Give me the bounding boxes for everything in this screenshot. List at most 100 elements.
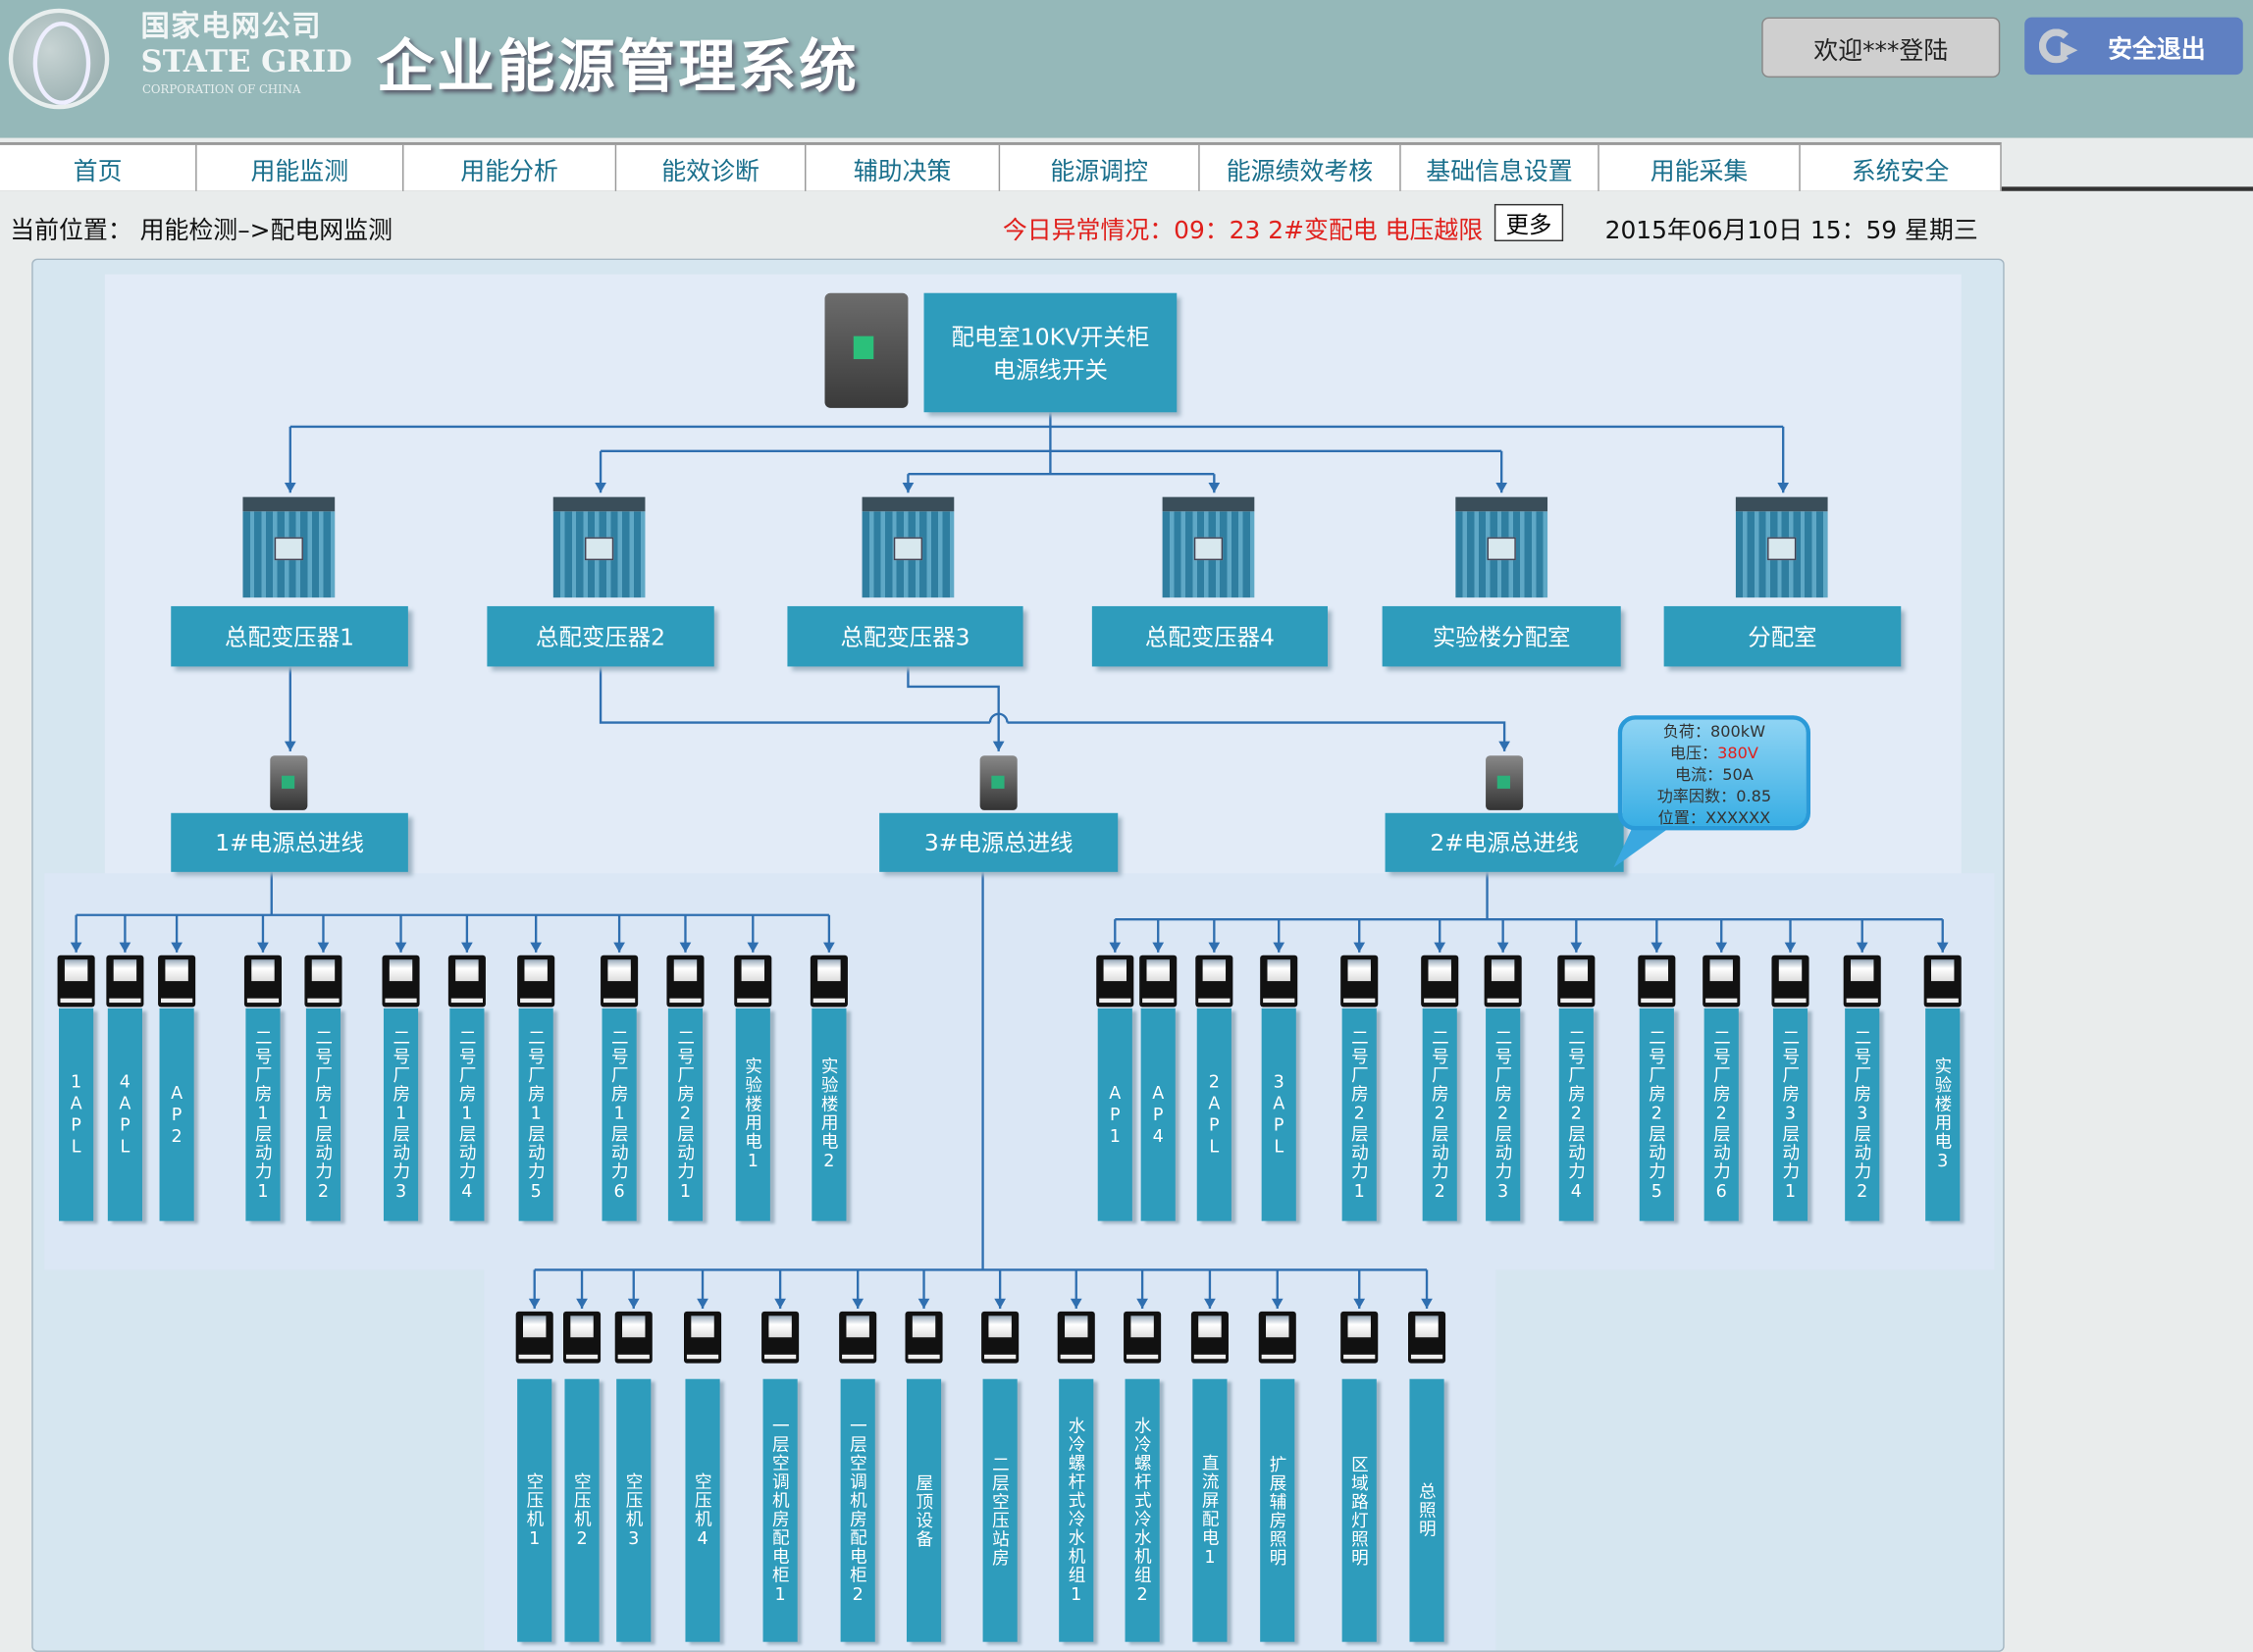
feeder-feeders_3-6[interactable]: 屋顶设备	[906, 1378, 942, 1642]
more-button[interactable]: 更多	[1493, 203, 1564, 242]
voltage-value: 380V	[1717, 744, 1758, 763]
feeder-feeders_2-3[interactable]: 3APL	[1261, 1007, 1296, 1221]
meter-icon	[734, 955, 772, 1007]
feeder-feeders_1-8[interactable]: 二号厂房1层动力6	[602, 1007, 637, 1221]
feeder-feeders_1-5[interactable]: 二号厂房1层动力3	[383, 1007, 419, 1221]
incoming-line-box-3[interactable]: 2#电源总进线	[1385, 812, 1624, 872]
feeder-feeders_3-12[interactable]: 区域路灯照明	[1341, 1378, 1377, 1642]
feeder-feeders_1-4[interactable]: 二号厂房1层动力2	[305, 1007, 341, 1221]
feeder-feeders_3-7[interactable]: 二层空压站房	[982, 1378, 1018, 1642]
meter-icon	[563, 1311, 602, 1364]
logout-label: 安全退出	[2108, 34, 2206, 65]
meter-icon	[1340, 1311, 1379, 1364]
nav-item-3[interactable]: 能效诊断	[616, 144, 807, 191]
meter-icon	[810, 955, 848, 1007]
current-value: 50A	[1722, 765, 1754, 785]
feeder-feeders_3-13[interactable]: 总照明	[1409, 1378, 1444, 1642]
meter-icon	[1057, 1311, 1095, 1364]
feeder-feeders_1-10[interactable]: 实验楼用电1	[735, 1007, 770, 1221]
nav-item-2[interactable]: 用能分析	[403, 144, 617, 191]
feeder-feeders_1-5-label: 二号厂房1层动力3	[391, 1027, 411, 1202]
feeder-feeders_2-7[interactable]: 二号厂房2层动力4	[1558, 1007, 1594, 1221]
meter-icon	[106, 955, 144, 1007]
nav-item-6[interactable]: 能源绩效考核	[1200, 144, 1401, 191]
transformer-box-5-label: 实验楼分配室	[1432, 622, 1571, 650]
meter-icon	[158, 955, 196, 1007]
feeder-feeders_1-10-label: 实验楼用电1	[743, 1057, 763, 1172]
feeder-feeders_2-10[interactable]: 二号厂房3层动力1	[1772, 1007, 1808, 1221]
nav-item-8[interactable]: 用能采集	[1599, 144, 1801, 191]
feeder-feeders_2-5[interactable]: 二号厂房2层动力2	[1422, 1007, 1457, 1221]
feeder-feeders_2-9[interactable]: 二号厂房2层动力6	[1703, 1007, 1739, 1221]
main-switch-box[interactable]: 配电室10KV开关柜 电源线开关	[923, 292, 1178, 413]
feeder-feeders_1-7[interactable]: 二号厂房1层动力5	[518, 1007, 553, 1221]
meter-icon	[447, 955, 486, 1007]
feeder-feeders_1-3[interactable]: 二号厂房1层动力1	[245, 1007, 281, 1221]
feeder-feeders_2-6-label: 二号厂房2层动力3	[1493, 1027, 1513, 1202]
transformer-box-3[interactable]: 总配变压器3	[787, 605, 1023, 667]
alert-text[interactable]: 今日异常情况：09：23 2#变配电 电压越限	[1002, 217, 1484, 246]
feeder-feeders_1-2[interactable]: AP2	[159, 1007, 194, 1221]
feeder-feeders_2-2[interactable]: 2APL	[1196, 1007, 1231, 1221]
feeder-feeders_3-2[interactable]: 空压机3	[616, 1378, 652, 1642]
meter-icon	[1843, 955, 1881, 1007]
meter-icon	[1260, 955, 1298, 1007]
transformer-box-4[interactable]: 总配变压器4	[1091, 605, 1329, 667]
incoming-line-box-3-label: 2#电源总进线	[1430, 828, 1579, 856]
meter-icon	[1195, 955, 1233, 1007]
feeder-feeders_3-10[interactable]: 直流屏配电1	[1192, 1378, 1228, 1642]
feeder-feeders_3-9[interactable]: 水冷螺杆式冷水机组2	[1125, 1378, 1160, 1642]
feeder-feeders_1-1[interactable]: 4APL	[107, 1007, 142, 1221]
feeder-feeders_2-2-label: 2APL	[1204, 1071, 1225, 1159]
nav-item-0[interactable]: 首页	[0, 144, 197, 191]
feeder-feeders_2-1[interactable]: AP4	[1140, 1007, 1176, 1221]
feeder-feeders_2-6[interactable]: 二号厂房2层动力3	[1486, 1007, 1521, 1221]
transformer-icon	[552, 496, 646, 598]
feeder-feeders_2-3-label: 3APL	[1268, 1071, 1289, 1159]
feeder-feeders_1-9[interactable]: 二号厂房2层动力1	[667, 1007, 704, 1221]
feeder-feeders_3-11[interactable]: 扩展辅房照明	[1260, 1378, 1295, 1642]
logo-text-cn: 国家电网公司	[140, 8, 323, 43]
meter-icon	[1557, 955, 1596, 1007]
feeder-feeders_2-8-label: 二号厂房2层动力5	[1647, 1027, 1667, 1202]
feeder-feeders_2-11[interactable]: 二号厂房3层动力2	[1845, 1007, 1880, 1221]
feeder-feeders_3-11-label: 扩展辅房照明	[1267, 1454, 1288, 1567]
feeder-feeders_2-12-label: 实验楼用电3	[1932, 1057, 1953, 1172]
transformer-box-6[interactable]: 分配室	[1663, 605, 1902, 667]
feeder-feeders_1-0[interactable]: 1APL	[59, 1007, 94, 1221]
incoming-line-box-2[interactable]: 3#电源总进线	[879, 812, 1119, 872]
feeder-feeders_2-8[interactable]: 二号厂房2层动力5	[1639, 1007, 1674, 1221]
nav-item-7[interactable]: 基础信息设置	[1401, 144, 1599, 191]
feeder-feeders_2-4[interactable]: 二号厂房2层动力1	[1341, 1007, 1377, 1221]
feeder-feeders_3-8[interactable]: 水冷螺杆式冷水机组1	[1059, 1378, 1094, 1642]
feeder-feeders_1-6-label: 二号厂房1层动力4	[456, 1027, 478, 1202]
meter-icon	[1124, 1311, 1162, 1364]
info-tooltip: 负荷：800kW 电压：380V 电流：50A 功率因数：0.85 位置：XXX…	[1617, 715, 1811, 831]
nav-item-5[interactable]: 能源调控	[1000, 144, 1200, 191]
feeder-feeders_3-0[interactable]: 空压机1	[517, 1378, 552, 1642]
feeder-feeders_3-3[interactable]: 空压机4	[685, 1378, 720, 1642]
transformer-box-5[interactable]: 实验楼分配室	[1382, 605, 1621, 667]
breadcrumb: 当前位置： 用能检测–>配电网监测	[10, 217, 393, 246]
nav-item-4[interactable]: 辅助决策	[806, 144, 1001, 191]
feeder-feeders_1-8-label: 二号厂房1层动力6	[608, 1027, 630, 1202]
transformer-icon	[1735, 496, 1828, 598]
feeder-feeders_1-6[interactable]: 二号厂房1层动力4	[449, 1007, 485, 1221]
transformer-box-1[interactable]: 总配变压器1	[171, 605, 408, 667]
system-title: 企业能源管理系统	[376, 34, 860, 101]
feeder-feeders_3-4[interactable]: 一层空调机房配电柜1	[762, 1378, 798, 1642]
logout-button[interactable]: 安全退出	[2024, 17, 2243, 76]
feeder-feeders_2-11-label: 二号厂房3层动力2	[1852, 1027, 1872, 1202]
feeder-feeders_2-12[interactable]: 实验楼用电3	[1925, 1007, 1961, 1221]
transformer-box-2[interactable]: 总配变压器2	[487, 605, 714, 667]
feeder-feeders_3-1[interactable]: 空压机2	[564, 1378, 600, 1642]
feeder-feeders_3-5[interactable]: 一层空调机房配电柜2	[840, 1378, 875, 1642]
feeder-feeders_1-11[interactable]: 实验楼用电2	[812, 1007, 847, 1221]
welcome-button[interactable]: 欢迎***登陆	[1761, 17, 2001, 78]
logout-icon	[2038, 28, 2078, 64]
feeder-feeders_2-9-label: 二号厂房2层动力6	[1710, 1027, 1732, 1202]
nav-item-1[interactable]: 用能监测	[197, 144, 404, 191]
feeder-feeders_2-0[interactable]: AP1	[1097, 1007, 1132, 1221]
incoming-line-box-1[interactable]: 1#电源总进线	[171, 812, 408, 872]
nav-item-9[interactable]: 系统安全	[1801, 144, 2002, 191]
